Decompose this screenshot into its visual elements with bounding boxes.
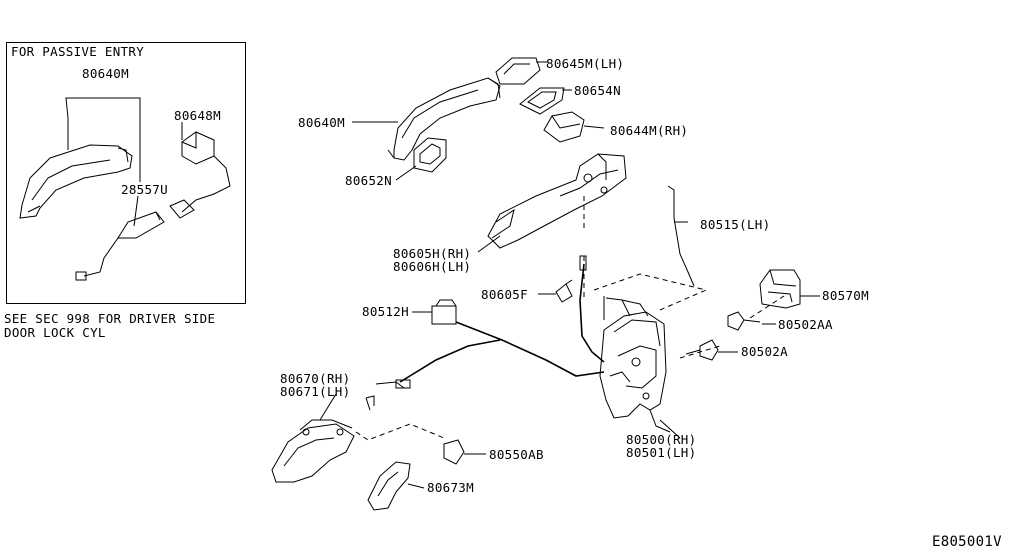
inset-sensor-drawing <box>75 195 165 281</box>
label-80502A: 80502A <box>741 344 788 359</box>
door-lock-actuator-drawing <box>599 296 671 433</box>
inside-handle-drawing <box>271 379 411 483</box>
rod-80515-drawing <box>667 185 695 287</box>
label-80673M: 80673M <box>427 480 474 495</box>
clip-80605F-drawing <box>538 279 573 303</box>
label-80501: 80501(LH) <box>626 445 697 460</box>
inset-connector-drawing <box>169 122 231 219</box>
gasket-80654N-drawing <box>519 87 572 115</box>
label-80606H: 80606H(LH) <box>393 259 472 274</box>
bezel-80673M-drawing <box>367 461 425 511</box>
bolt-80502A-drawing <box>685 339 738 361</box>
label-80644M: 80644M(RH) <box>610 123 689 138</box>
inset-label-80648M: 80648M <box>174 108 221 123</box>
bolt-80550AB-drawing <box>443 439 486 465</box>
inset-note-line2: DOOR LOCK CYL <box>4 325 106 340</box>
label-80671: 80671(LH) <box>280 384 351 399</box>
bracket-80605H-drawing <box>477 153 627 253</box>
inset-note-line1: SEE SEC 998 FOR DRIVER SIDE <box>4 311 216 326</box>
inset-label-28557U: 28557U <box>121 182 168 197</box>
label-80605F: 80605F <box>481 287 528 302</box>
label-80654N: 80654N <box>574 83 621 98</box>
outside-handle-drawing <box>352 77 501 161</box>
diagram-code: E805001V <box>932 534 1002 550</box>
label-80640M: 80640M <box>298 115 345 130</box>
label-80515: 80515(LH) <box>700 217 771 232</box>
escutcheon-80652N-drawing <box>395 137 447 181</box>
label-80502AA: 80502AA <box>778 317 833 332</box>
inset-handle-drawing <box>19 97 141 219</box>
label-80605H: 80605H(RH) <box>393 246 472 261</box>
cable-80512H-drawing <box>399 255 605 383</box>
label-80652N: 80652N <box>345 173 392 188</box>
cap-80645M-drawing <box>495 57 548 85</box>
label-80645M: 80645M(LH) <box>546 56 625 71</box>
label-80670: 80670(RH) <box>280 371 351 386</box>
label-80500: 80500(RH) <box>626 432 697 447</box>
label-80570M: 80570M <box>822 288 869 303</box>
inset-title: FOR PASSIVE ENTRY <box>11 44 145 59</box>
label-80512H: 80512H <box>362 304 409 319</box>
passive-entry-inset <box>6 42 246 304</box>
inset-label-80640M: 80640M <box>82 66 129 81</box>
striker-80570M-drawing <box>759 269 820 309</box>
cylinder-80644M-drawing <box>543 111 605 143</box>
bolt-80502AA-drawing <box>727 311 776 331</box>
label-80550AB: 80550AB <box>489 447 544 462</box>
